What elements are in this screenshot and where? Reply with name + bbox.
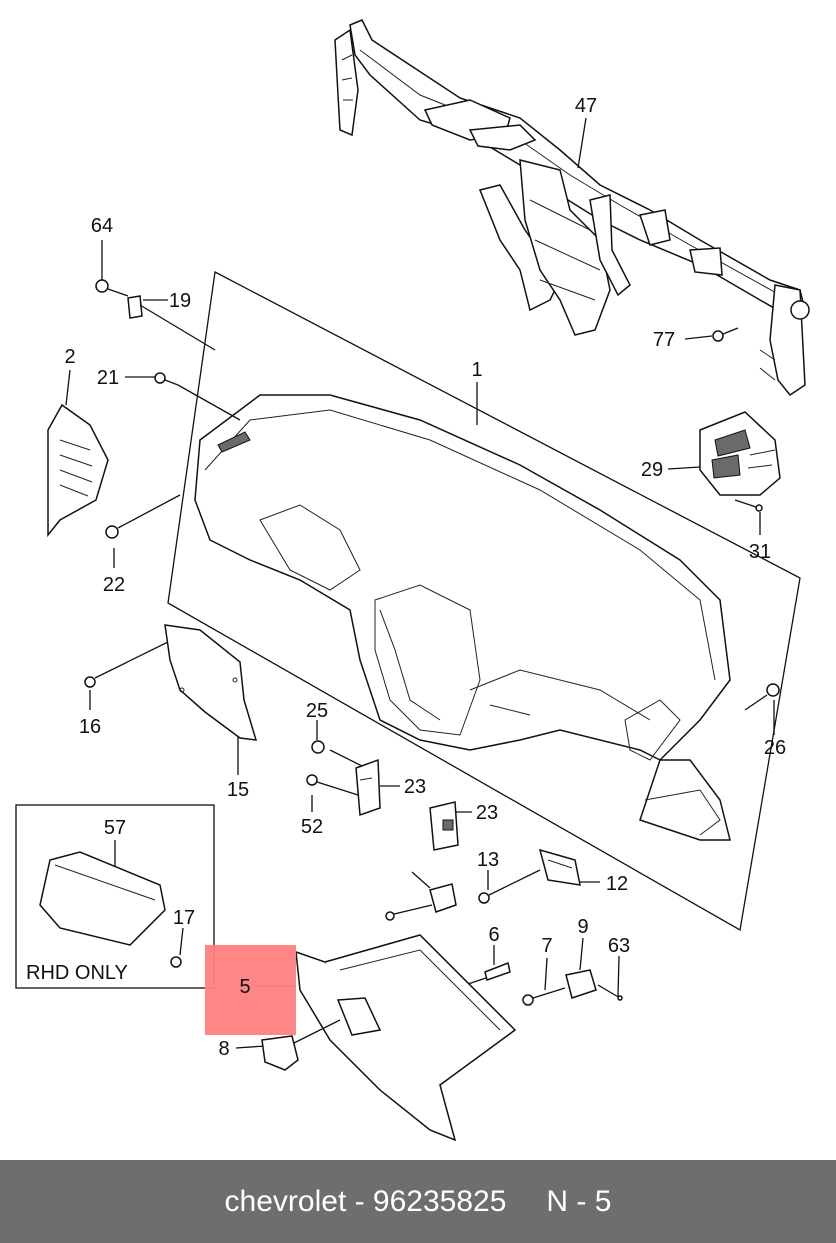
cross-car-beam-47 [334, 19, 810, 397]
footer-bar: chevrolet - 96235825 N - 5 [0, 1160, 836, 1243]
label-21: 21 [97, 367, 119, 389]
screw-7 [522, 987, 566, 1006]
label-26: 26 [764, 737, 786, 759]
part-labels: 47 64 19 2 21 1 77 29 31 22 16 15 25 23 … [26, 95, 786, 1060]
screw-16 [84, 639, 173, 688]
label-63: 63 [608, 935, 630, 957]
label-1: 1 [471, 359, 482, 381]
label-64: 64 [91, 215, 113, 237]
label-77: 77 [653, 329, 675, 351]
label-13: 13 [477, 849, 499, 871]
label-23b: 23 [476, 802, 498, 824]
label-52: 52 [301, 816, 323, 838]
bolt-64 [95, 279, 129, 297]
label-25: 25 [306, 700, 328, 722]
cover-57 [39, 851, 166, 946]
pin-63 [597, 984, 623, 1001]
side-cover-2 [47, 403, 109, 538]
label-7: 7 [541, 935, 552, 957]
bracket-23a [355, 758, 381, 817]
label-57: 57 [104, 817, 126, 839]
bolt-77 [712, 327, 739, 342]
label-17: 17 [173, 907, 195, 929]
label-22: 22 [103, 574, 125, 596]
label-16: 16 [79, 716, 101, 738]
label-8: 8 [218, 1038, 229, 1060]
footer-page: N - 5 [546, 1184, 612, 1218]
label-12: 12 [606, 873, 628, 895]
label-2: 2 [64, 346, 75, 368]
screw-13 [478, 869, 541, 904]
label-15: 15 [227, 779, 249, 801]
label-23a: 23 [404, 776, 426, 798]
footer-brand-part: chevrolet - 96235825 [224, 1184, 507, 1218]
label-29: 29 [641, 459, 663, 481]
label-6: 6 [488, 924, 499, 946]
label-47: 47 [575, 95, 597, 117]
label-19: 19 [169, 290, 191, 312]
latch-assembly [385, 871, 457, 921]
label-5: 5 [239, 976, 250, 998]
highlight-box [205, 945, 296, 1035]
bolt-52 [306, 774, 359, 796]
lower-cover-15 [164, 624, 258, 741]
label-9: 9 [577, 916, 588, 938]
screw-17 [170, 956, 182, 968]
glove-box-5 [289, 934, 517, 1142]
handle-8 [261, 1035, 299, 1071]
label-31: 31 [749, 541, 771, 563]
screw-31 [734, 499, 763, 512]
nut-26 [744, 683, 780, 711]
side-vent-29 [699, 411, 781, 496]
nut-25 [311, 740, 325, 754]
instrument-panel-1 [167, 270, 801, 932]
rhd-inset [15, 804, 215, 989]
screw-22 [105, 494, 181, 539]
bracket-23b [429, 801, 459, 851]
screw-21 [154, 372, 241, 421]
bracket-12 [538, 848, 581, 886]
rhd-only-note: RHD ONLY [26, 962, 128, 984]
latch-9 [565, 969, 597, 999]
exploded-parts-diagram: 47 64 19 2 21 1 77 29 31 22 16 15 25 23 … [15, 19, 810, 1142]
clip-19 [127, 295, 216, 351]
